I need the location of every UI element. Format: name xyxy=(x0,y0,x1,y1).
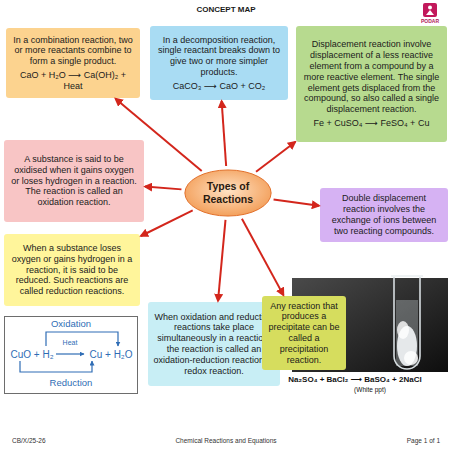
connector-arrow xyxy=(242,219,284,295)
concept-box: When a substance loses oxygen or gains h… xyxy=(4,234,140,306)
footer-text: Page 1 of 1 xyxy=(360,437,440,444)
test-tube-rim xyxy=(391,275,423,277)
box-text: A substance is said to be oxidised when … xyxy=(9,154,139,208)
map-title: CONCEPT MAP xyxy=(0,5,452,14)
logo-mark xyxy=(426,10,434,15)
white-precipitate xyxy=(397,326,417,366)
diagram-text: Heat xyxy=(53,339,87,347)
box-text: Any reaction that produces a precipitate… xyxy=(267,301,341,366)
connector-arrow xyxy=(274,199,319,205)
diagram-text: CuO + H₂ xyxy=(7,349,57,361)
box-text: Types of Reactions xyxy=(192,180,264,205)
box-text: Displacement reaction involve displaceme… xyxy=(301,39,442,115)
box-text: In a combination reaction, two or more r… xyxy=(11,35,135,67)
connector-arrow xyxy=(256,142,295,172)
logo-mark xyxy=(423,3,437,17)
footer-text: CB/X/25-26 xyxy=(12,437,92,444)
concept-box: In a decomposition reaction, single reac… xyxy=(150,26,288,100)
diagram-text: Cu + H₂O xyxy=(85,349,137,361)
oval-outline xyxy=(185,170,271,216)
box-text: When oxidation and reduction reactions t… xyxy=(153,312,275,377)
concept-box: Any reaction that produces a precipitate… xyxy=(262,296,346,370)
note-text: (White ppt) xyxy=(330,386,410,393)
concept-box: Double displacement reaction involves th… xyxy=(320,188,448,242)
connector-arrow xyxy=(218,220,226,301)
box-text: Double displacement reaction involves th… xyxy=(325,193,443,236)
equation-text: CaO + H₂O ⟶ Ca(OH)₂ + Heat xyxy=(11,70,135,92)
connector-arrow xyxy=(222,101,227,166)
logo-text: PODAR xyxy=(412,18,448,24)
concept-box: Displacement reaction involve displaceme… xyxy=(296,26,447,142)
diagram-text: Oxidation xyxy=(5,318,137,329)
solution xyxy=(396,300,418,366)
connector-arrow xyxy=(145,187,181,190)
logo-mark xyxy=(428,6,432,10)
diagram-text: Reduction xyxy=(5,377,137,388)
central-oval: Types of Reactions xyxy=(184,169,272,217)
footer-text: Chemical Reactions and Equations xyxy=(126,437,326,444)
concept-box: In a combination reaction, two or more r… xyxy=(6,28,140,98)
concept-box: When oxidation and reduction reactions t… xyxy=(148,302,280,386)
box-text: When a substance loses oxygen or gains h… xyxy=(9,243,135,297)
test-tube xyxy=(394,276,420,369)
equation-text: Na₂SO₄ + BaCl₂ ⟶ BaSO₄ + 2NaCl xyxy=(262,375,448,384)
white-precipitate xyxy=(397,321,409,339)
connector-arrow xyxy=(141,210,193,236)
concept-box: A substance is said to be oxidised when … xyxy=(4,140,144,222)
white-precipitate xyxy=(404,351,418,365)
equation-text: CaCO₃ ⟶ CaO + CO₂ xyxy=(155,81,283,92)
equation-box: OxidationHeatCuO + H₂ Cu + H₂O Reduction xyxy=(4,316,138,394)
box-text: In a decomposition reaction, single reac… xyxy=(155,35,283,78)
equation-text: Fe + CuSO₄ ⟶ FeSO₄ + Cu xyxy=(301,118,442,129)
